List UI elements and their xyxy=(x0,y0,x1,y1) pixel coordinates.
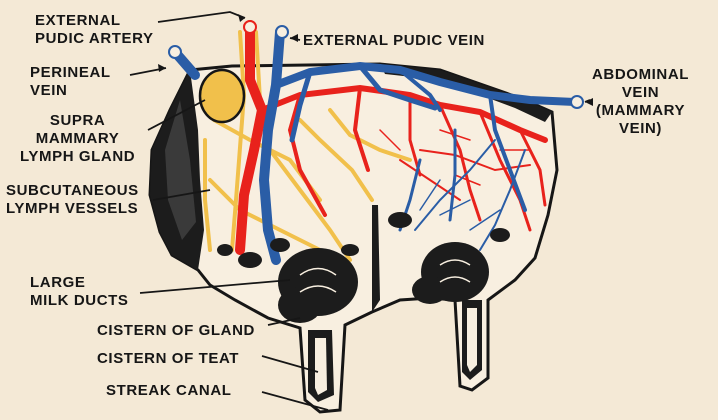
cistern-of-teat-label: CISTERN OF TEAT xyxy=(97,350,239,368)
subcutaneous-lymph-vessels-label: SUBCUTANEOUS LYMPH VESSELS xyxy=(6,182,139,218)
cistern-of-gland-label: CISTERN OF GLAND xyxy=(97,322,255,340)
external-pudic-artery-label: EXTERNAL PUDIC ARTERY xyxy=(35,12,154,48)
artery-opening xyxy=(244,21,256,33)
external-pudic-vein-label: EXTERNAL PUDIC VEIN xyxy=(303,32,485,50)
abdominal-vein-label: ABDOMINAL VEIN (MAMMARY VEIN) xyxy=(592,66,689,138)
supra-mammary-lymph-gland-shape xyxy=(200,70,244,122)
perineal-vein-label: PERINEAL VEIN xyxy=(30,64,111,100)
large-milk-ducts-label: LARGE MILK DUCTS xyxy=(30,274,129,310)
streak-canal-label: STREAK CANAL xyxy=(106,382,232,400)
supra-mammary-lymph-gland-label: SUPRA MAMMARY LYMPH GLAND xyxy=(20,112,135,166)
